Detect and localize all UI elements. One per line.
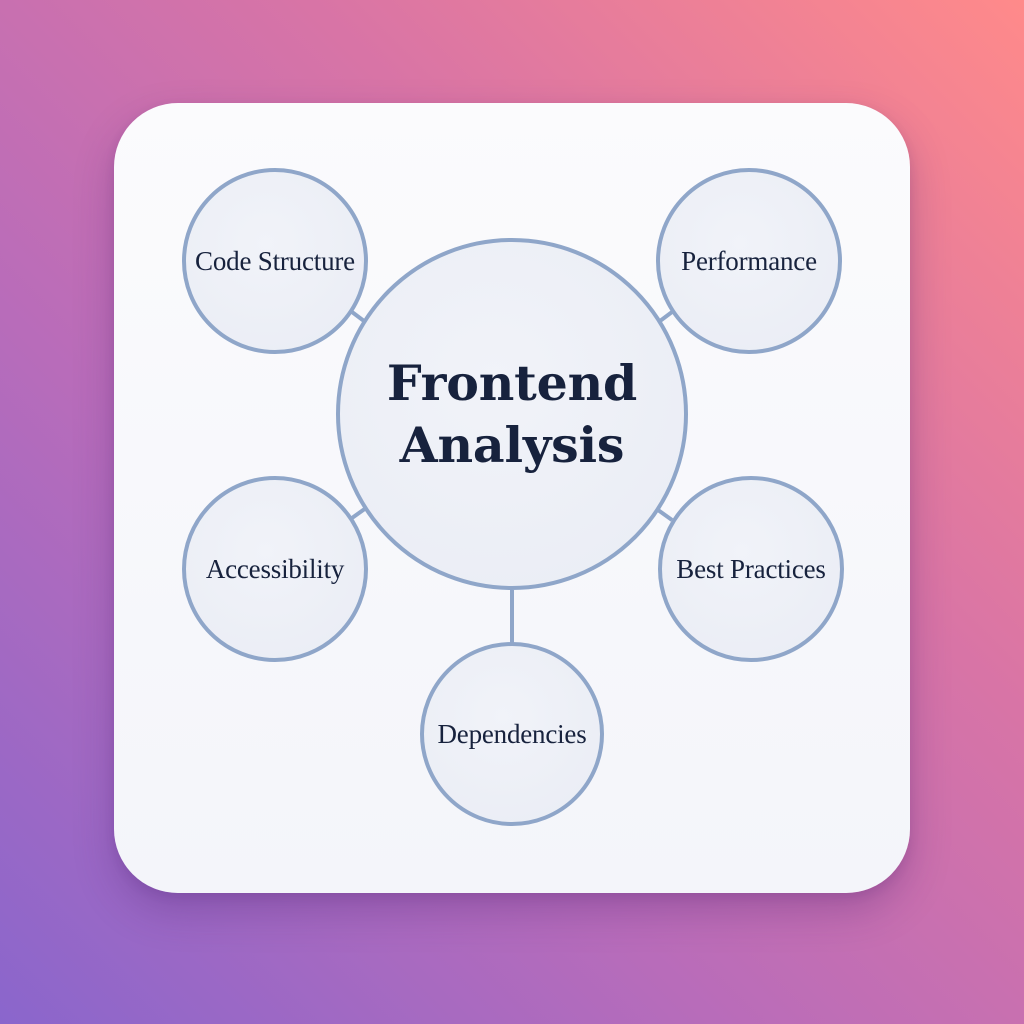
central-node-line-2: Analysis [399, 416, 625, 474]
central-node-line-1: Frontend [386, 354, 638, 412]
central-node-label: Frontend Analysis [387, 352, 637, 476]
node-code-structure-label: Code Structure [195, 245, 355, 276]
node-performance-label: Performance [681, 245, 817, 276]
node-best-practices-label: Best Practices [676, 553, 826, 584]
connector-best-practices [656, 508, 674, 522]
node-performance: Performance [656, 168, 842, 354]
central-node: Frontend Analysis [336, 238, 688, 590]
node-dependencies-label: Dependencies [437, 718, 587, 749]
node-dependencies: Dependencies [420, 642, 604, 826]
node-accessibility: Accessibility [182, 476, 368, 662]
node-best-practices: Best Practices [658, 476, 844, 662]
node-code-structure: Code Structure [182, 168, 368, 354]
node-accessibility-label: Accessibility [205, 553, 345, 584]
